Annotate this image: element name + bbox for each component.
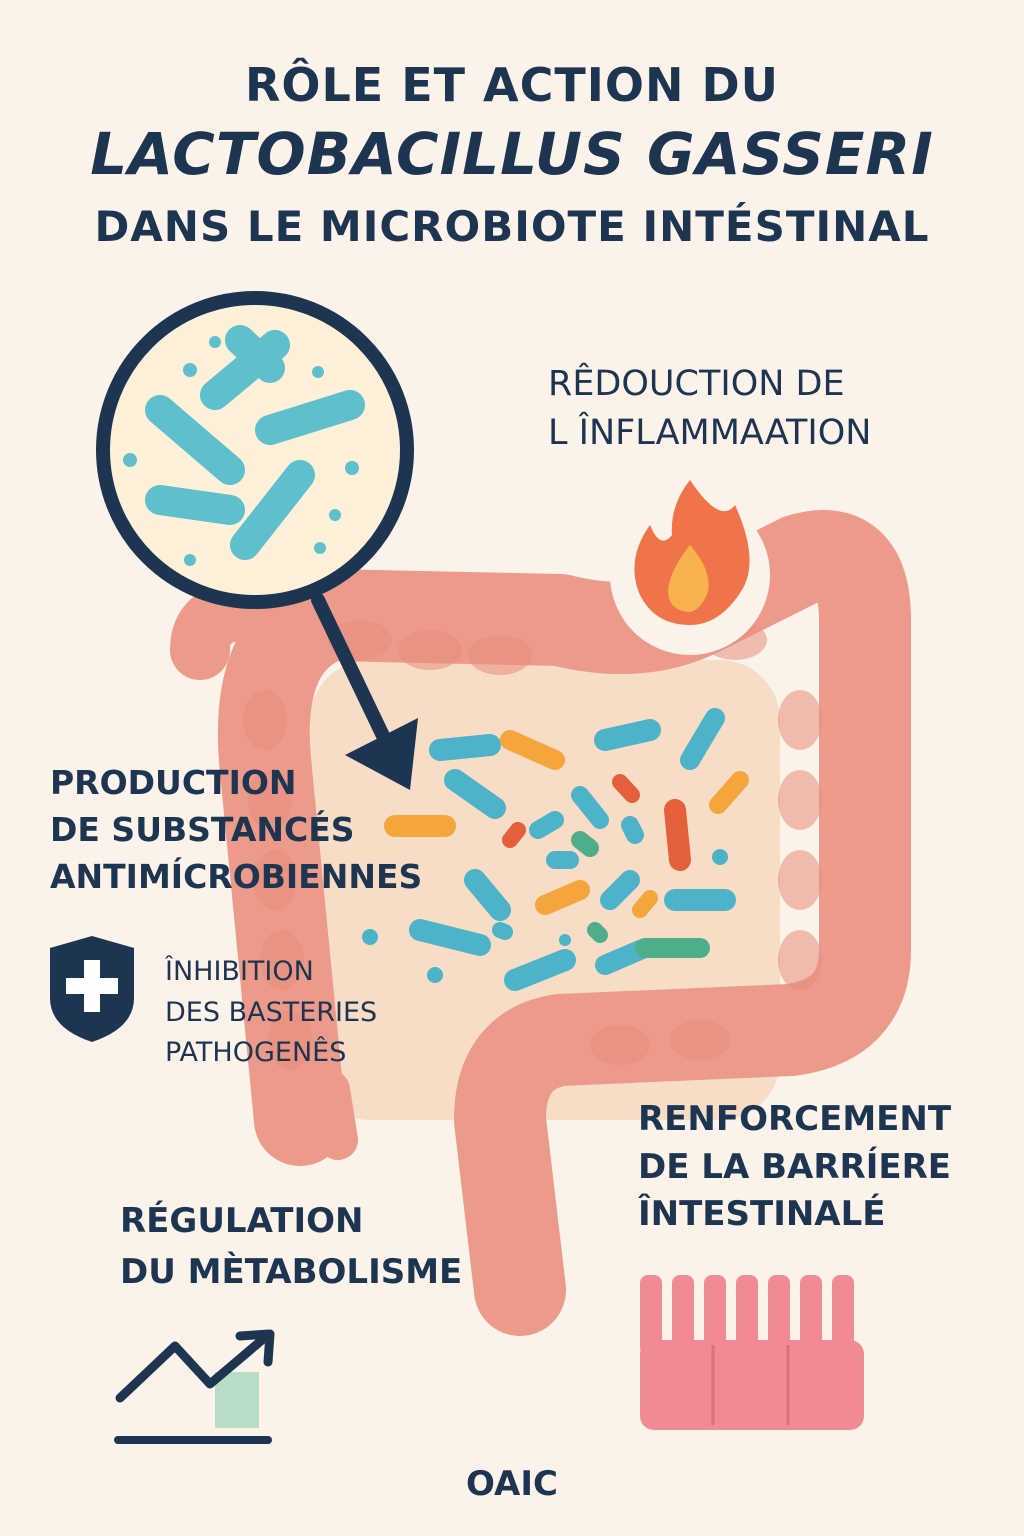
shield-plus-icon [50, 936, 134, 1042]
title-line-3: DANS LE MICROBIOTE INTÉSTINAL [94, 202, 930, 251]
label-inhibition-line: PATHOGENÊS [165, 1037, 347, 1068]
label-inflammation-line: RÊDOUCTION DE [548, 364, 845, 404]
label-barrier-line: RENFORCEMENT [638, 1099, 952, 1139]
label-regulation-line: RÉGULATION [120, 1201, 364, 1241]
flame-icon [610, 480, 770, 655]
label-regulation-line: DU MÈTABOLISME [120, 1252, 463, 1292]
gut-bacteria [362, 708, 749, 991]
title-line-2: LACTOBACILLUS GASSERI [90, 120, 934, 188]
label-production-line: ANTIMÍCROBIENNES [50, 856, 423, 896]
magnifier-icon [96, 291, 418, 790]
label-inhibition-line: DES BASTERIES [165, 996, 378, 1028]
intestine-folds [243, 620, 822, 1070]
label-production-line: DE SUBSTANCÉS [50, 809, 355, 849]
label-inflammation: RÊDOUCTION DE L ÎNFLAMMAATION [548, 360, 871, 458]
label-barrier-line: ÎNTESTINALÉ [638, 1194, 886, 1235]
label-regulation: RÉGULATION DU MÈTABOLISME [120, 1196, 462, 1298]
intestinal-villi-icon [640, 1275, 864, 1430]
label-barrier-line: DE LA BARRÍERE [638, 1146, 951, 1187]
large-intestine [170, 510, 911, 1336]
footer-credit: OAIC [466, 1464, 558, 1504]
label-inflammation-line: L ÎNFLAMMAATION [548, 413, 872, 453]
label-inhibition-line: ÎNHIBITION [165, 956, 314, 987]
title-line-1: RÔLE ET ACTION DU [244, 58, 780, 112]
label-barrier: RENFORCEMENT DE LA BARRÍERE ÎNTESTINALÉ [638, 1096, 951, 1239]
trend-arrow-icon [114, 1329, 275, 1444]
label-production-line: PRODUCTION [50, 763, 297, 802]
label-production: PRODUCTION DE SUBSTANCÉS ANTIMÍCROBIENNE… [50, 760, 422, 901]
label-inhibition: ÎNHIBITION DES BASTERIES PATHOGENÊS [165, 952, 377, 1074]
